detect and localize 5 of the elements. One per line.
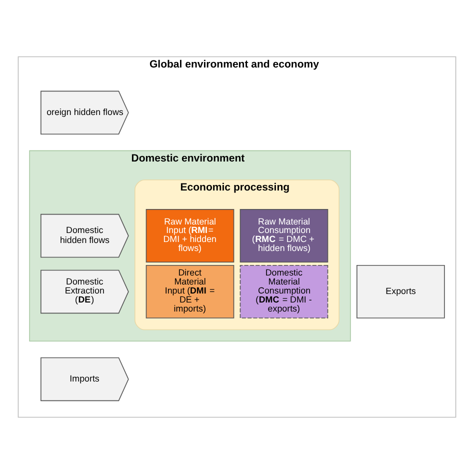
node-box: Raw Material Input (RMI= DMI + hidden flows) — [146, 209, 234, 263]
node-box: Raw Material Consumption (RMC = DMC + hidden flows) — [240, 209, 328, 263]
node-box: Domestic Material Consumption (DMC = DMI - exports) — [240, 264, 328, 318]
node-box: Direct Material Input (DMI = DE + imports) — [146, 264, 234, 318]
node-box: Exports — [356, 264, 445, 318]
